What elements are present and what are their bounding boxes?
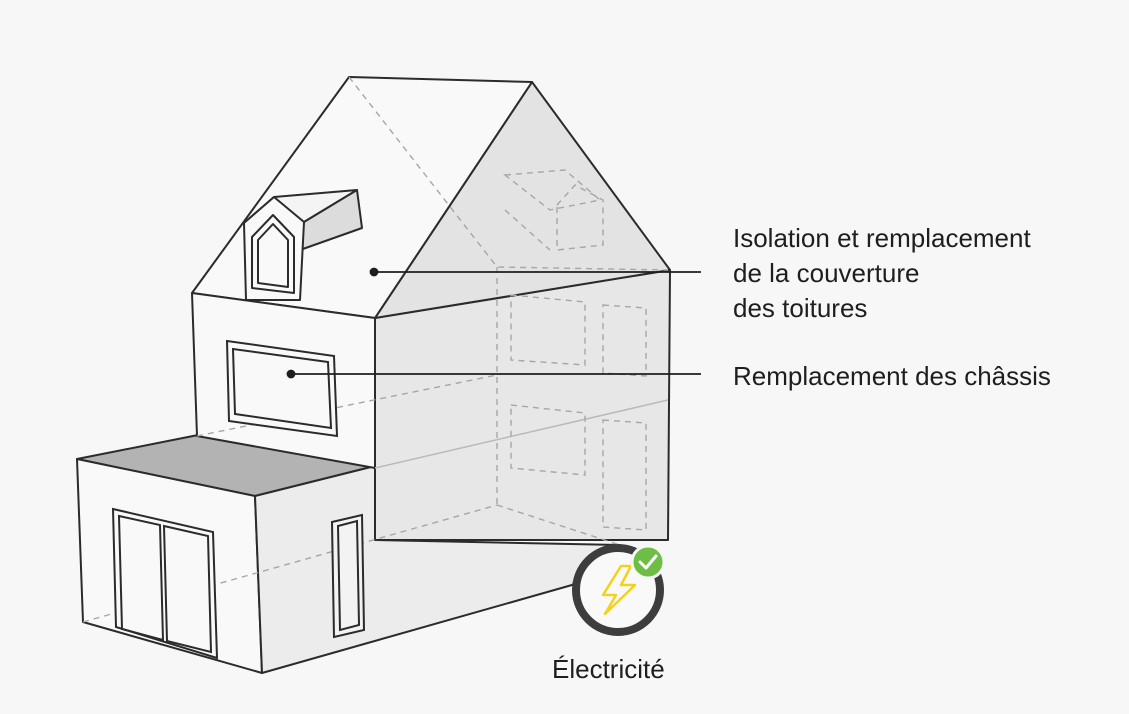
hidden-window-lower-1	[510, 404, 586, 476]
extension-french-doors	[111, 507, 219, 660]
electricity-label-text: Électricité	[552, 654, 665, 684]
roof-annotation-line-2: de la couverture	[733, 258, 920, 288]
dormer-window-inner	[257, 223, 289, 288]
leader-dot-windows	[286, 369, 296, 379]
front-window-upper	[225, 339, 339, 438]
electricity-badge	[572, 544, 666, 636]
hidden-window-upper-1	[510, 294, 586, 366]
roof-annotation-line-1: Isolation et remplacement	[733, 223, 1031, 253]
leader-lines	[286, 267, 701, 379]
extension-side-window	[330, 513, 366, 639]
windows-annotation-text: Remplacement des châssis	[733, 361, 1051, 391]
roof-annotation-line-3: des toitures	[733, 293, 868, 323]
lightning-bolt-icon	[601, 564, 637, 616]
hidden-roof-ridge	[348, 76, 669, 271]
check-badge-icon	[630, 544, 666, 580]
hidden-back-dormer	[503, 169, 602, 211]
hidden-floor-edge	[196, 374, 498, 437]
hidden-window-upper-2	[602, 304, 647, 377]
electricity-label: Électricité	[552, 652, 665, 687]
roof-annotation: Isolation et remplacement de la couvertu…	[733, 221, 1031, 326]
floor-line	[374, 399, 669, 469]
windows-annotation: Remplacement des châssis	[733, 359, 1051, 394]
dormer	[243, 189, 363, 301]
check-mark-icon	[638, 554, 658, 570]
leader-dot-roof	[369, 267, 379, 277]
hidden-back-dormer-window	[556, 184, 604, 251]
